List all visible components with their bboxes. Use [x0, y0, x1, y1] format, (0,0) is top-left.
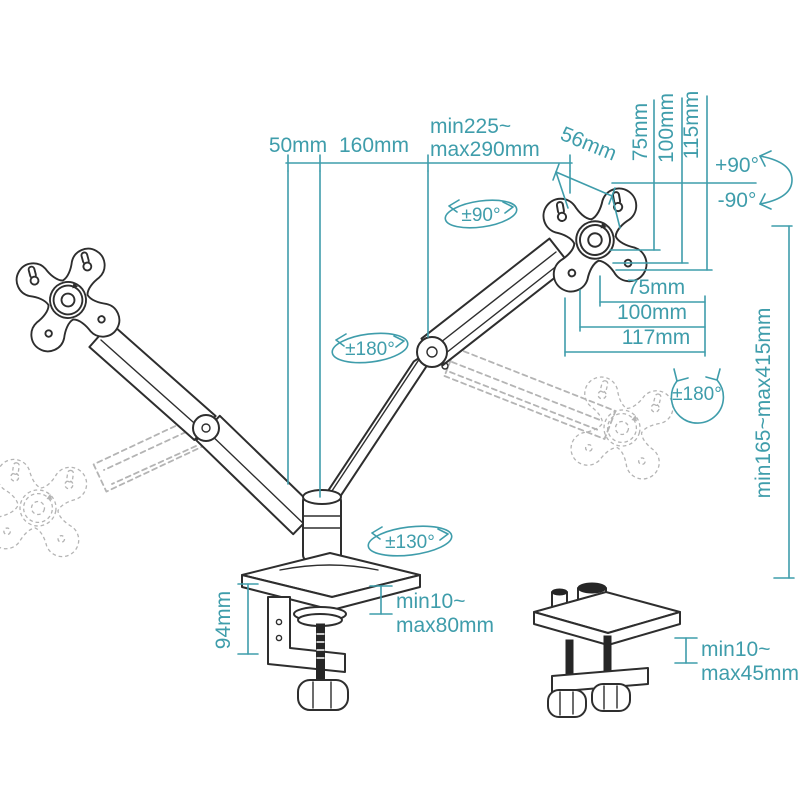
label-max290: max290mm: [430, 138, 540, 161]
label-56mm: 56mm: [557, 122, 620, 165]
label-base-rotate: ±130°: [385, 532, 435, 553]
label-vesa-h-75: 75mm: [627, 276, 685, 299]
label-rotate-head: ±90°: [461, 205, 500, 226]
label-vesa-h-100: 100mm: [617, 301, 687, 324]
label-50mm: 50mm: [269, 134, 327, 157]
right-arm: [306, 237, 572, 523]
dimension-lines: [237, 95, 795, 664]
ghost-right-arm: [443, 347, 617, 440]
desk-clamp-base: [241, 489, 421, 711]
label-height-range: min165~max415mm: [752, 308, 775, 499]
ghost-left-vesa-plate: [0, 456, 90, 560]
label-vesa-v-100: 100mm: [655, 93, 678, 163]
label-clamp-max: max80mm: [396, 614, 494, 637]
label-clamp-min: min10~: [396, 590, 465, 613]
label-vesa-v-75: 75mm: [629, 103, 652, 161]
label-min225: min225~: [430, 115, 511, 138]
left-arm: [88, 322, 318, 536]
label-grommet-min: min10~: [701, 638, 770, 661]
label-swivel-plate: ±180°: [672, 384, 722, 405]
label-tilt-minus: -90°: [718, 189, 757, 212]
label-grommet-max: max45mm: [701, 662, 799, 685]
label-160mm: 160mm: [339, 134, 409, 157]
grommet-mount-base: [533, 582, 681, 718]
label-clamp-height: 94mm: [212, 591, 235, 649]
label-swivel-arm: ±180°: [345, 339, 395, 360]
label-vesa-v-115: 115mm: [680, 91, 703, 159]
rotation-arrows: [331, 199, 725, 557]
label-vesa-h-117: 117mm: [622, 326, 690, 349]
ghost-right-vesa-plate: [566, 372, 678, 484]
label-tilt-plus: +90°: [715, 154, 759, 177]
